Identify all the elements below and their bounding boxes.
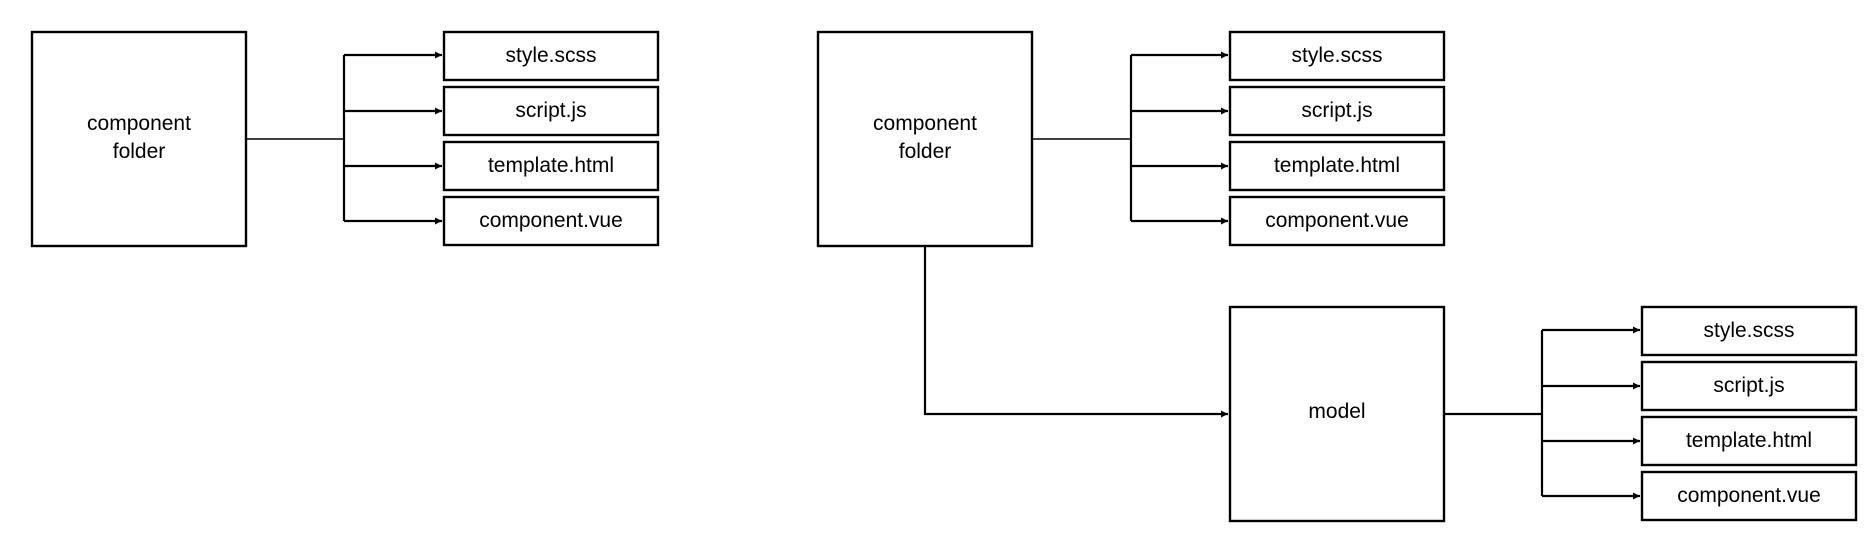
right-file-box-style [1228, 30, 1446, 82]
model-box [1228, 305, 1446, 523]
right-file-component: component.vue [1265, 209, 1409, 232]
model-file-box-style [1640, 305, 1858, 357]
left-file-box-template [442, 140, 660, 192]
right-folder-label-line2: folder [899, 140, 952, 163]
model-file-box-script [1640, 360, 1858, 412]
model-file-template: template.html [1686, 429, 1812, 452]
right-file-box-component [1228, 195, 1446, 247]
left-file-box-style [442, 30, 660, 82]
left-group: component folder style.scss script.js te… [30, 30, 660, 248]
left-file-box-script [442, 85, 660, 137]
model-file-box-component [1640, 470, 1858, 522]
model-file-style: style.scss [1703, 319, 1794, 342]
right-file-style: style.scss [1291, 44, 1382, 67]
right-file-script: script.js [1301, 99, 1372, 122]
left-file-style: style.scss [505, 44, 596, 67]
right-file-box-template [1228, 140, 1446, 192]
model-file-box-template [1640, 415, 1858, 467]
model-file-component: component.vue [1677, 484, 1821, 507]
left-file-script: script.js [515, 99, 586, 122]
left-folder-label-line1: component [87, 112, 191, 135]
left-file-component: component.vue [479, 209, 623, 232]
right-group: component folder style.scss script.js te… [816, 30, 1858, 523]
left-file-template: template.html [488, 154, 614, 177]
model-file-script: script.js [1713, 374, 1784, 397]
folder-to-model-arrow [923, 246, 1228, 418]
right-component-folder-box [816, 30, 1034, 248]
right-folder-label-line1: component [873, 112, 977, 135]
left-file-box-component [442, 195, 660, 247]
right-file-template: template.html [1274, 154, 1400, 177]
right-file-box-script [1228, 85, 1446, 137]
model-label: model [1308, 400, 1365, 423]
left-component-folder-box [30, 30, 248, 248]
left-folder-label-line2: folder [113, 140, 166, 163]
